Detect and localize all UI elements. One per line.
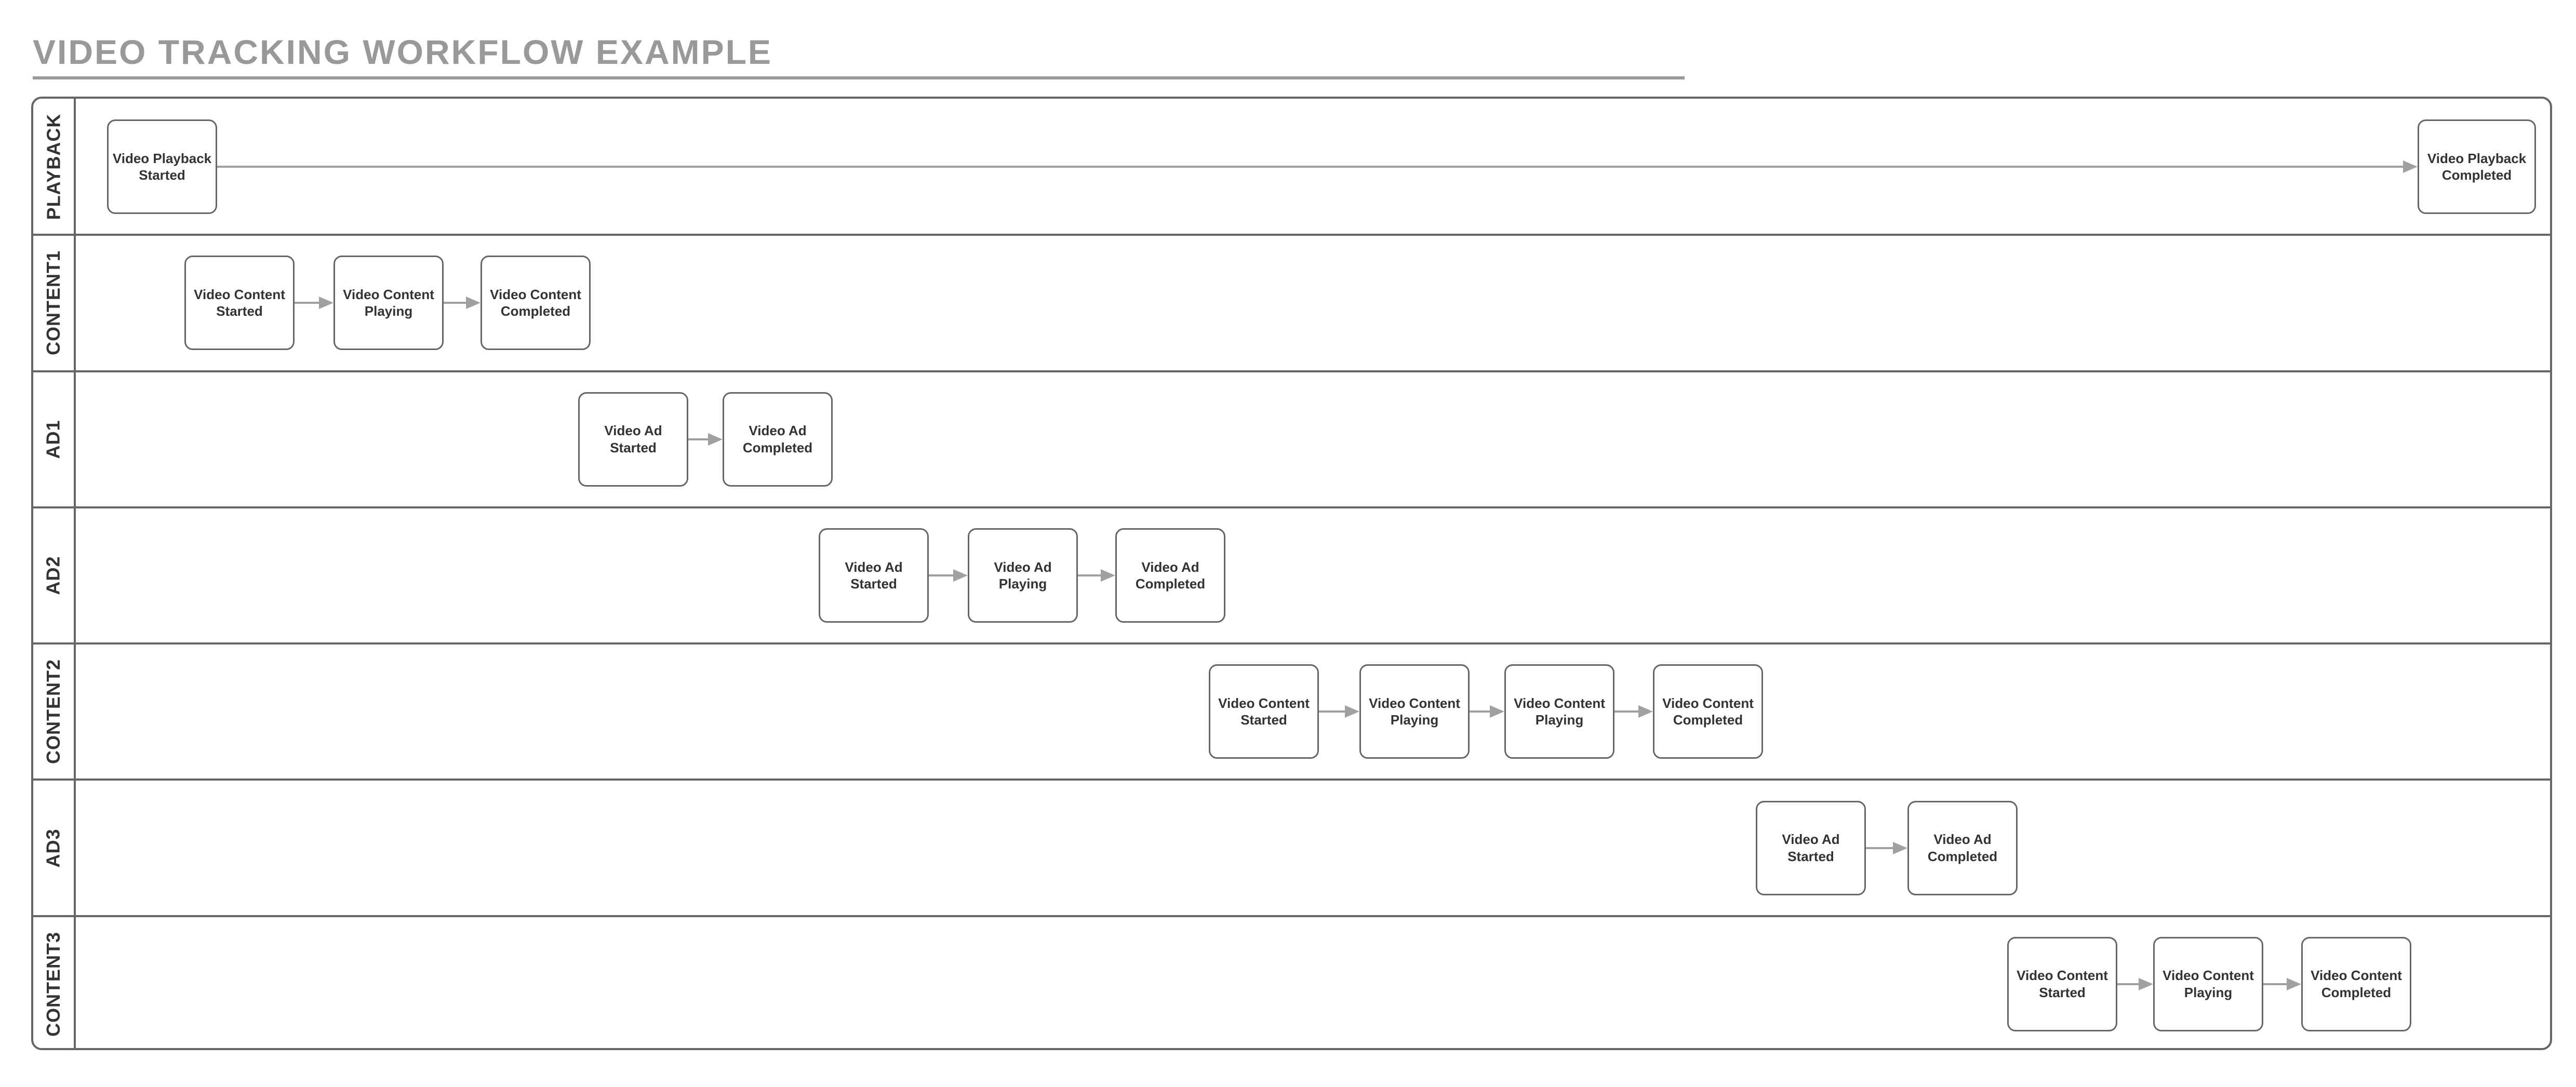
arrow-right-icon <box>466 297 481 310</box>
event-box-video-ad-playing[interactable]: Video Ad Playing <box>968 528 1078 623</box>
event-box-video-ad-completed[interactable]: Video Ad Completed <box>1907 800 2018 895</box>
connector-arrow <box>1078 574 1103 576</box>
arrow-right-icon <box>1638 705 1653 718</box>
event-box-video-content-playing[interactable]: Video Content Playing <box>333 256 444 351</box>
connector-arrow <box>929 574 955 576</box>
event-box-video-content-started[interactable]: Video Content Started <box>184 256 295 351</box>
event-box-video-content-completed[interactable]: Video Content Completed <box>481 256 591 351</box>
lane-label: CONTENT3 <box>43 931 64 1037</box>
arrow-right-icon <box>1101 569 1115 582</box>
lane-label: PLAYBACK <box>43 113 64 220</box>
event-box-video-ad-completed[interactable]: Video Ad Completed <box>723 392 833 487</box>
connector-arrow <box>444 302 468 304</box>
lane-divider <box>33 779 2550 781</box>
connector-arrow <box>1614 710 1640 713</box>
event-box-video-content-playing[interactable]: Video Content Playing <box>1504 664 1614 759</box>
arrow-right-icon <box>2287 977 2301 990</box>
connector-arrow <box>1319 710 1347 713</box>
connector-arrow <box>1866 847 1895 849</box>
connector-arrow <box>1470 710 1492 713</box>
arrow-right-icon <box>708 433 723 446</box>
arrow-right-icon <box>953 569 968 582</box>
swimlane-pool: PLAYBACK Video Playback Started Video Play… <box>31 97 2552 1050</box>
event-box-video-playback-started[interactable]: Video Playback Started <box>107 119 217 214</box>
event-box-video-ad-started[interactable]: Video Ad Started <box>578 392 688 487</box>
lane-header-ad2: AD2 <box>33 507 74 643</box>
lane-header-content3: CONTENT3 <box>33 916 74 1052</box>
event-box-video-content-playing[interactable]: Video Content Playing <box>2153 936 2263 1031</box>
connector-arrow <box>295 302 321 304</box>
page-title: VIDEO TRACKING WORKFLOW EXAMPLE <box>33 33 772 71</box>
event-box-video-content-completed[interactable]: Video Content Completed <box>1653 664 1763 759</box>
arrow-right-icon <box>2139 977 2153 990</box>
lane-header-playback: PLAYBACK <box>33 99 74 235</box>
event-box-video-content-playing[interactable]: Video Content Playing <box>1359 664 1470 759</box>
lane-header-ad3: AD3 <box>33 780 74 916</box>
arrow-right-icon <box>1893 841 1907 854</box>
arrow-right-icon <box>2403 160 2418 173</box>
connector-arrow <box>688 438 710 440</box>
lane-label: AD1 <box>43 420 64 459</box>
lane-label: CONTENT2 <box>43 659 64 764</box>
lane-divider <box>33 642 2550 645</box>
lane-divider <box>33 506 2550 508</box>
event-box-video-content-completed[interactable]: Video Content Completed <box>2301 936 2411 1031</box>
lane-divider <box>33 234 2550 236</box>
arrow-right-icon <box>1345 705 1359 718</box>
event-box-video-ad-started[interactable]: Video Ad Started <box>819 528 929 623</box>
lane-label: CONTENT1 <box>43 250 64 356</box>
lane-header-content1: CONTENT1 <box>33 235 74 371</box>
event-box-video-ad-started[interactable]: Video Ad Started <box>1756 800 1866 895</box>
lane-label: AD2 <box>43 556 64 595</box>
event-box-video-content-started[interactable]: Video Content Started <box>2007 936 2117 1031</box>
lane-header-separator <box>74 99 76 1048</box>
event-box-video-ad-completed[interactable]: Video Ad Completed <box>1115 528 1225 623</box>
arrow-right-icon <box>1490 705 1504 718</box>
lane-label: AD3 <box>43 828 64 868</box>
connector-arrow <box>2117 983 2141 985</box>
title-underline <box>33 76 1685 79</box>
lane-header-content2: CONTENT2 <box>33 643 74 780</box>
connector-arrow <box>217 166 2405 168</box>
lane-divider <box>33 915 2550 917</box>
arrow-right-icon <box>319 297 333 310</box>
event-box-video-content-started[interactable]: Video Content Started <box>1209 664 1319 759</box>
connector-arrow <box>2263 983 2289 985</box>
event-box-video-playback-completed[interactable]: Video Playback Completed <box>2418 119 2536 214</box>
lane-header-ad1: AD1 <box>33 371 74 507</box>
lane-divider <box>33 370 2550 372</box>
